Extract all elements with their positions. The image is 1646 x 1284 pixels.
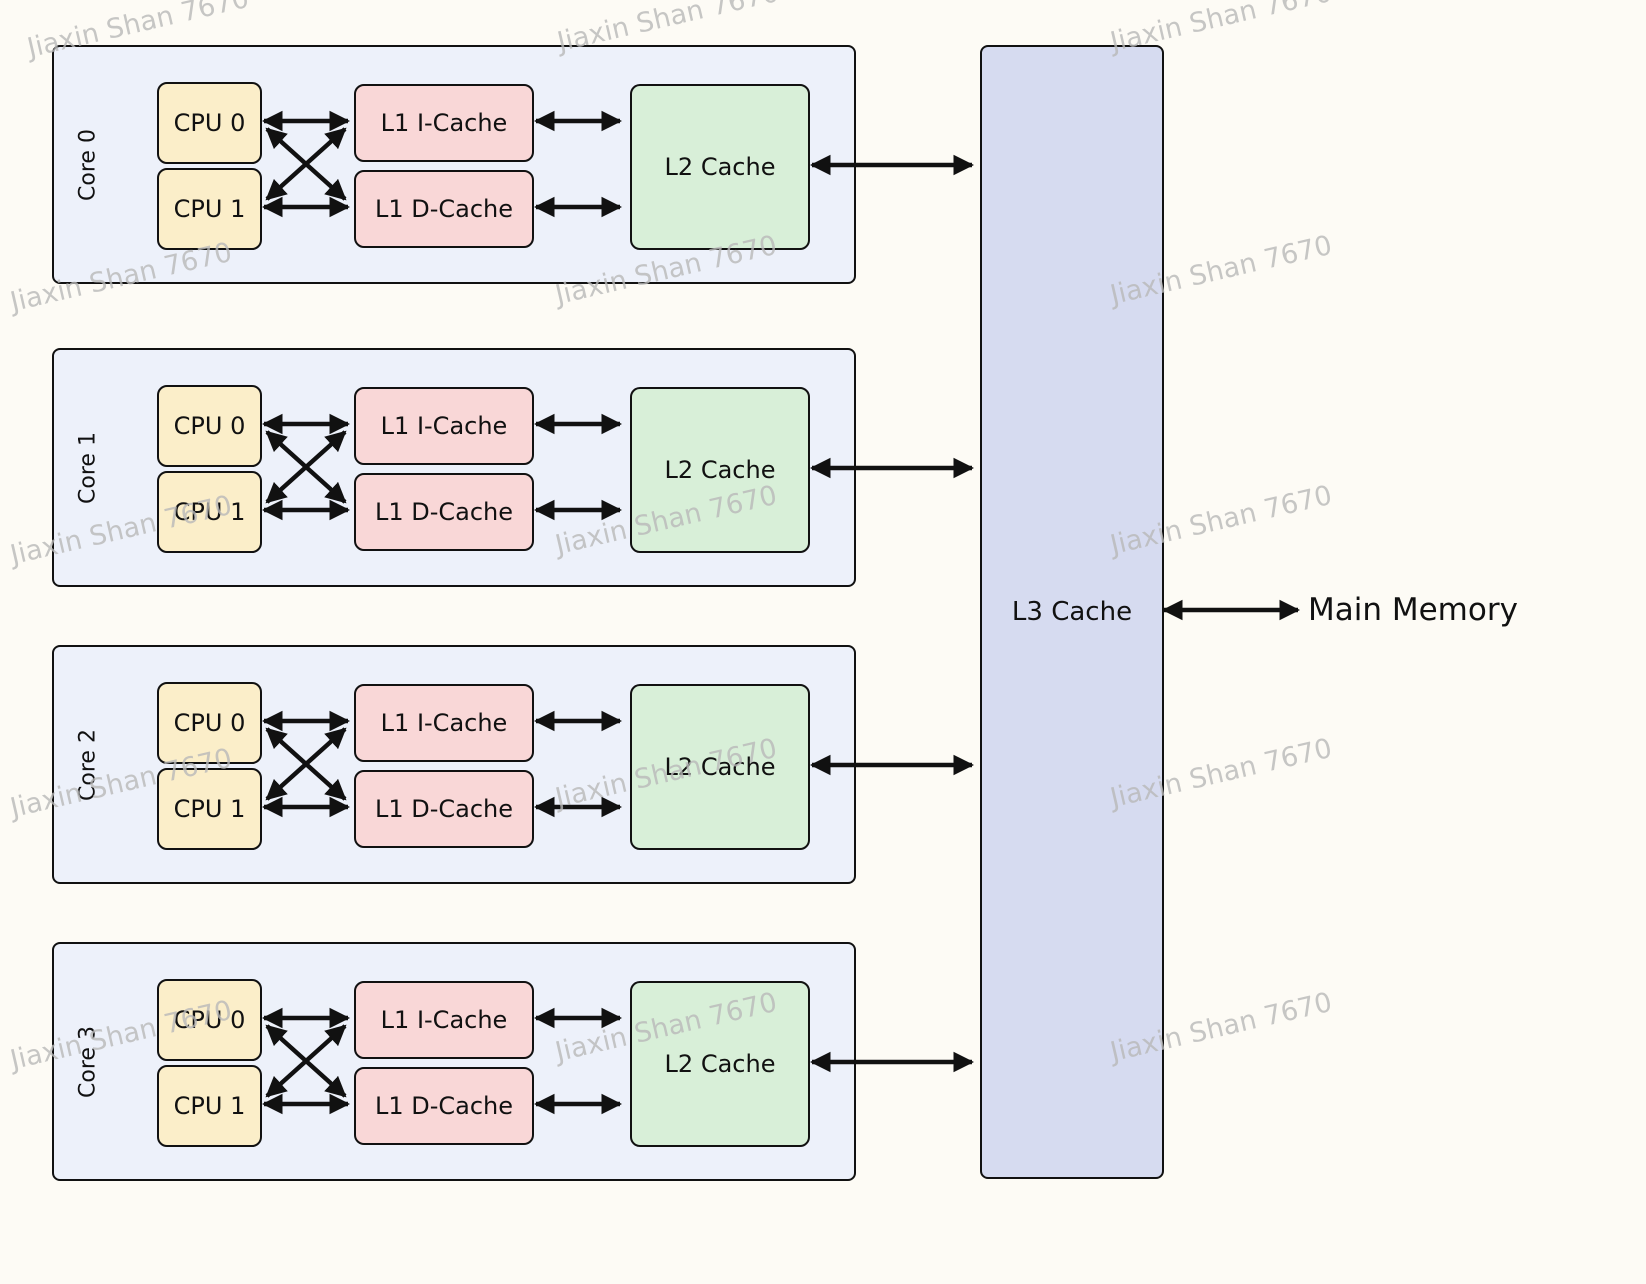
core-0-l1-icache: L1 I-Cache bbox=[354, 84, 534, 162]
core-0-cpu-0: CPU 0 bbox=[157, 82, 262, 164]
core-0-l1-dcache: L1 D-Cache bbox=[354, 170, 534, 248]
core-2-l2-cache: L2 Cache bbox=[630, 684, 810, 850]
core-1-l2-cache: L2 Cache bbox=[630, 387, 810, 553]
core-3-cpu-0: CPU 0 bbox=[157, 979, 262, 1061]
core-3-label: Core 3 bbox=[75, 1025, 101, 1098]
core-0-cpu-1: CPU 1 bbox=[157, 168, 262, 250]
core-2-l1-dcache: L1 D-Cache bbox=[354, 770, 534, 848]
core-3-cpu-1: CPU 1 bbox=[157, 1065, 262, 1147]
l3-cache: L3 Cache bbox=[980, 45, 1164, 1179]
core-3-l1-icache: L1 I-Cache bbox=[354, 981, 534, 1059]
core-0-container: Core 0 CPU 0 CPU 1 L1 I-Cache L1 D-Cache… bbox=[52, 45, 856, 284]
core-0-l2-cache: L2 Cache bbox=[630, 84, 810, 250]
core-1-l1-icache: L1 I-Cache bbox=[354, 387, 534, 465]
core-1-l1-dcache: L1 D-Cache bbox=[354, 473, 534, 551]
core-1-cpu-0: CPU 0 bbox=[157, 385, 262, 467]
core-3-l1-dcache: L1 D-Cache bbox=[354, 1067, 534, 1145]
core-2-cpu-1: CPU 1 bbox=[157, 768, 262, 850]
core-1-cpu-1: CPU 1 bbox=[157, 471, 262, 553]
core-3-l2-cache: L2 Cache bbox=[630, 981, 810, 1147]
l3-cache-label: L3 Cache bbox=[1011, 597, 1133, 627]
core-2-cpu-0: CPU 0 bbox=[157, 682, 262, 764]
core-1-container: Core 1 CPU 0 CPU 1 L1 I-Cache L1 D-Cache… bbox=[52, 348, 856, 587]
core-2-container: Core 2 CPU 0 CPU 1 L1 I-Cache L1 D-Cache… bbox=[52, 645, 856, 884]
main-memory-label: Main Memory bbox=[1308, 592, 1518, 628]
core-1-label: Core 1 bbox=[75, 431, 101, 504]
core-0-label: Core 0 bbox=[75, 128, 101, 201]
core-2-label: Core 2 bbox=[75, 728, 101, 801]
core-3-container: Core 3 CPU 0 CPU 1 L1 I-Cache L1 D-Cache… bbox=[52, 942, 856, 1181]
core-2-l1-icache: L1 I-Cache bbox=[354, 684, 534, 762]
